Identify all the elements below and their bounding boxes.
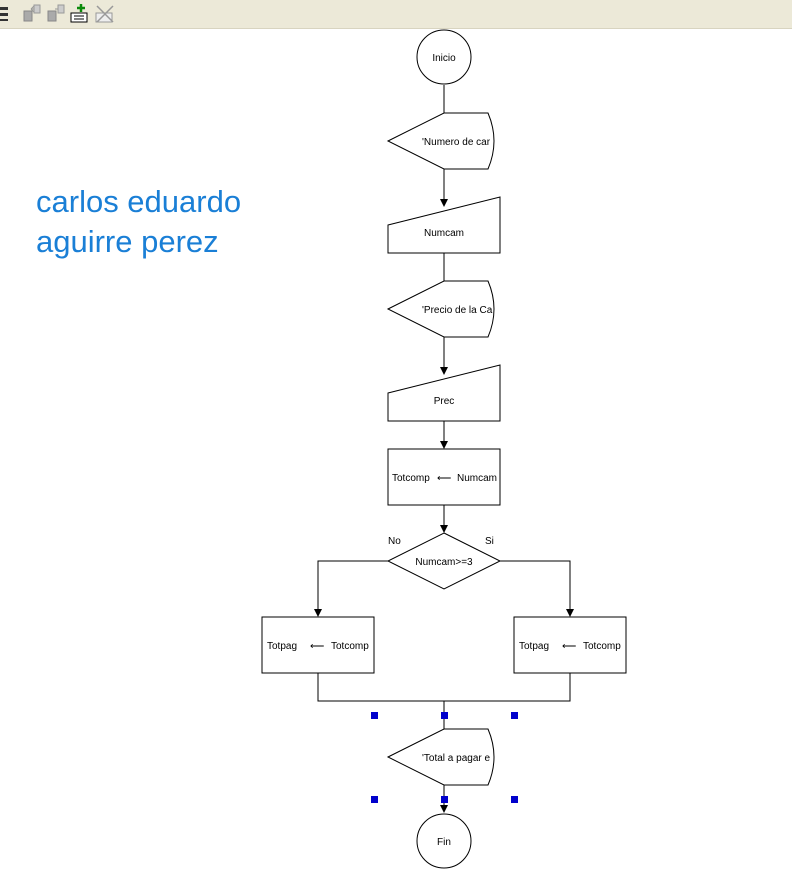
decision-label: Numcam>=3 bbox=[415, 557, 473, 568]
move-right-icon[interactable] bbox=[45, 2, 67, 24]
selection-handle[interactable] bbox=[441, 712, 448, 719]
end-terminal[interactable] bbox=[416, 813, 472, 869]
connector-branch-yes bbox=[500, 560, 574, 617]
output-shape-2[interactable] bbox=[386, 280, 495, 338]
selection-handle[interactable] bbox=[371, 796, 378, 803]
author-name: carlos eduardo aguirre perez bbox=[36, 182, 241, 262]
output-shape-3[interactable] bbox=[386, 728, 495, 786]
end-label: Fin bbox=[437, 837, 451, 848]
output-label-3: 'Total a pagar e bbox=[422, 753, 491, 764]
selection-handle[interactable] bbox=[511, 712, 518, 719]
input-label-1: Numcam bbox=[424, 228, 464, 239]
output-shape-1[interactable] bbox=[386, 112, 495, 170]
decision-diamond[interactable] bbox=[386, 532, 502, 590]
selection-handle[interactable] bbox=[371, 712, 378, 719]
output-label-2: 'Precio de la Ca bbox=[422, 305, 493, 316]
assign-no-arrow: ⟵ bbox=[310, 641, 324, 652]
assign-yes-source: Totcomp bbox=[583, 641, 621, 652]
assign-yes-arrow: ⟵ bbox=[562, 641, 576, 652]
toolbar bbox=[0, 0, 792, 29]
move-left-icon[interactable] bbox=[21, 2, 43, 24]
connector-merge bbox=[317, 673, 571, 702]
start-terminal[interactable] bbox=[416, 29, 472, 85]
assign-no-target: Totpag bbox=[267, 641, 297, 652]
input-shape-1[interactable] bbox=[387, 196, 501, 254]
assign-box-no[interactable] bbox=[261, 616, 375, 674]
input-shape-2[interactable] bbox=[387, 364, 501, 422]
add-node-icon[interactable] bbox=[69, 2, 91, 24]
assign-box-yes[interactable] bbox=[513, 616, 627, 674]
start-label: Inicio bbox=[432, 53, 456, 64]
branch-yes-label: Si bbox=[485, 536, 494, 547]
assign-1-target: Totcomp bbox=[392, 473, 430, 484]
selection-handle[interactable] bbox=[511, 796, 518, 803]
input-label-2: Prec bbox=[434, 396, 455, 407]
delete-node-icon[interactable] bbox=[94, 2, 116, 24]
align-icon[interactable] bbox=[0, 2, 14, 24]
connector-branch-no bbox=[314, 560, 388, 617]
assign-box-1[interactable] bbox=[387, 448, 501, 506]
assign-1-arrow: ⟵ bbox=[437, 473, 451, 484]
selection-handle[interactable] bbox=[441, 796, 448, 803]
assign-yes-target: Totpag bbox=[519, 641, 549, 652]
output-label-1: 'Numero de car bbox=[422, 137, 491, 148]
author-name-line2: aguirre perez bbox=[36, 224, 219, 259]
author-name-line1: carlos eduardo bbox=[36, 184, 242, 219]
branch-no-label: No bbox=[388, 536, 401, 547]
assign-1-source: Numcam bbox=[457, 473, 497, 484]
assign-no-source: Totcomp bbox=[331, 641, 369, 652]
